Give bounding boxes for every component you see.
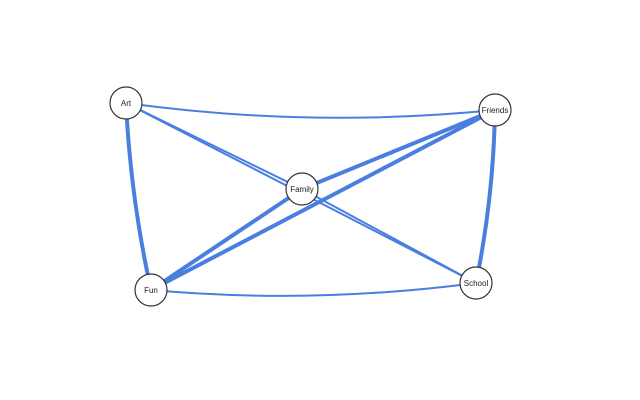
node-fun-circle[interactable]	[134, 273, 168, 307]
node-school-circle[interactable]	[459, 266, 493, 300]
edge-fun-school	[150, 282, 477, 297]
node-art[interactable]: Art	[109, 86, 143, 120]
node-family[interactable]: Family	[285, 172, 319, 206]
node-school-label: School	[464, 279, 489, 288]
edge-family-fun	[149, 187, 304, 292]
node-school[interactable]: School	[459, 266, 493, 300]
edge-art-fun	[124, 101, 153, 292]
node-family-circle[interactable]	[285, 172, 319, 206]
node-fun-label: Fun	[144, 286, 158, 295]
node-family-label: Family	[290, 185, 314, 194]
node-friends-circle[interactable]	[478, 93, 512, 127]
edges-layer	[124, 101, 497, 297]
node-friends-label: Friends	[482, 106, 509, 115]
edge-friends-family	[300, 108, 497, 191]
edge-family-school	[301, 188, 477, 284]
node-art-label: Art	[121, 99, 132, 108]
node-fun[interactable]: Fun	[134, 273, 168, 307]
node-art-circle[interactable]	[109, 86, 143, 120]
edge-art-friends	[125, 102, 496, 119]
node-friends[interactable]: Friends	[478, 93, 512, 127]
edge-friends-school	[474, 108, 497, 285]
